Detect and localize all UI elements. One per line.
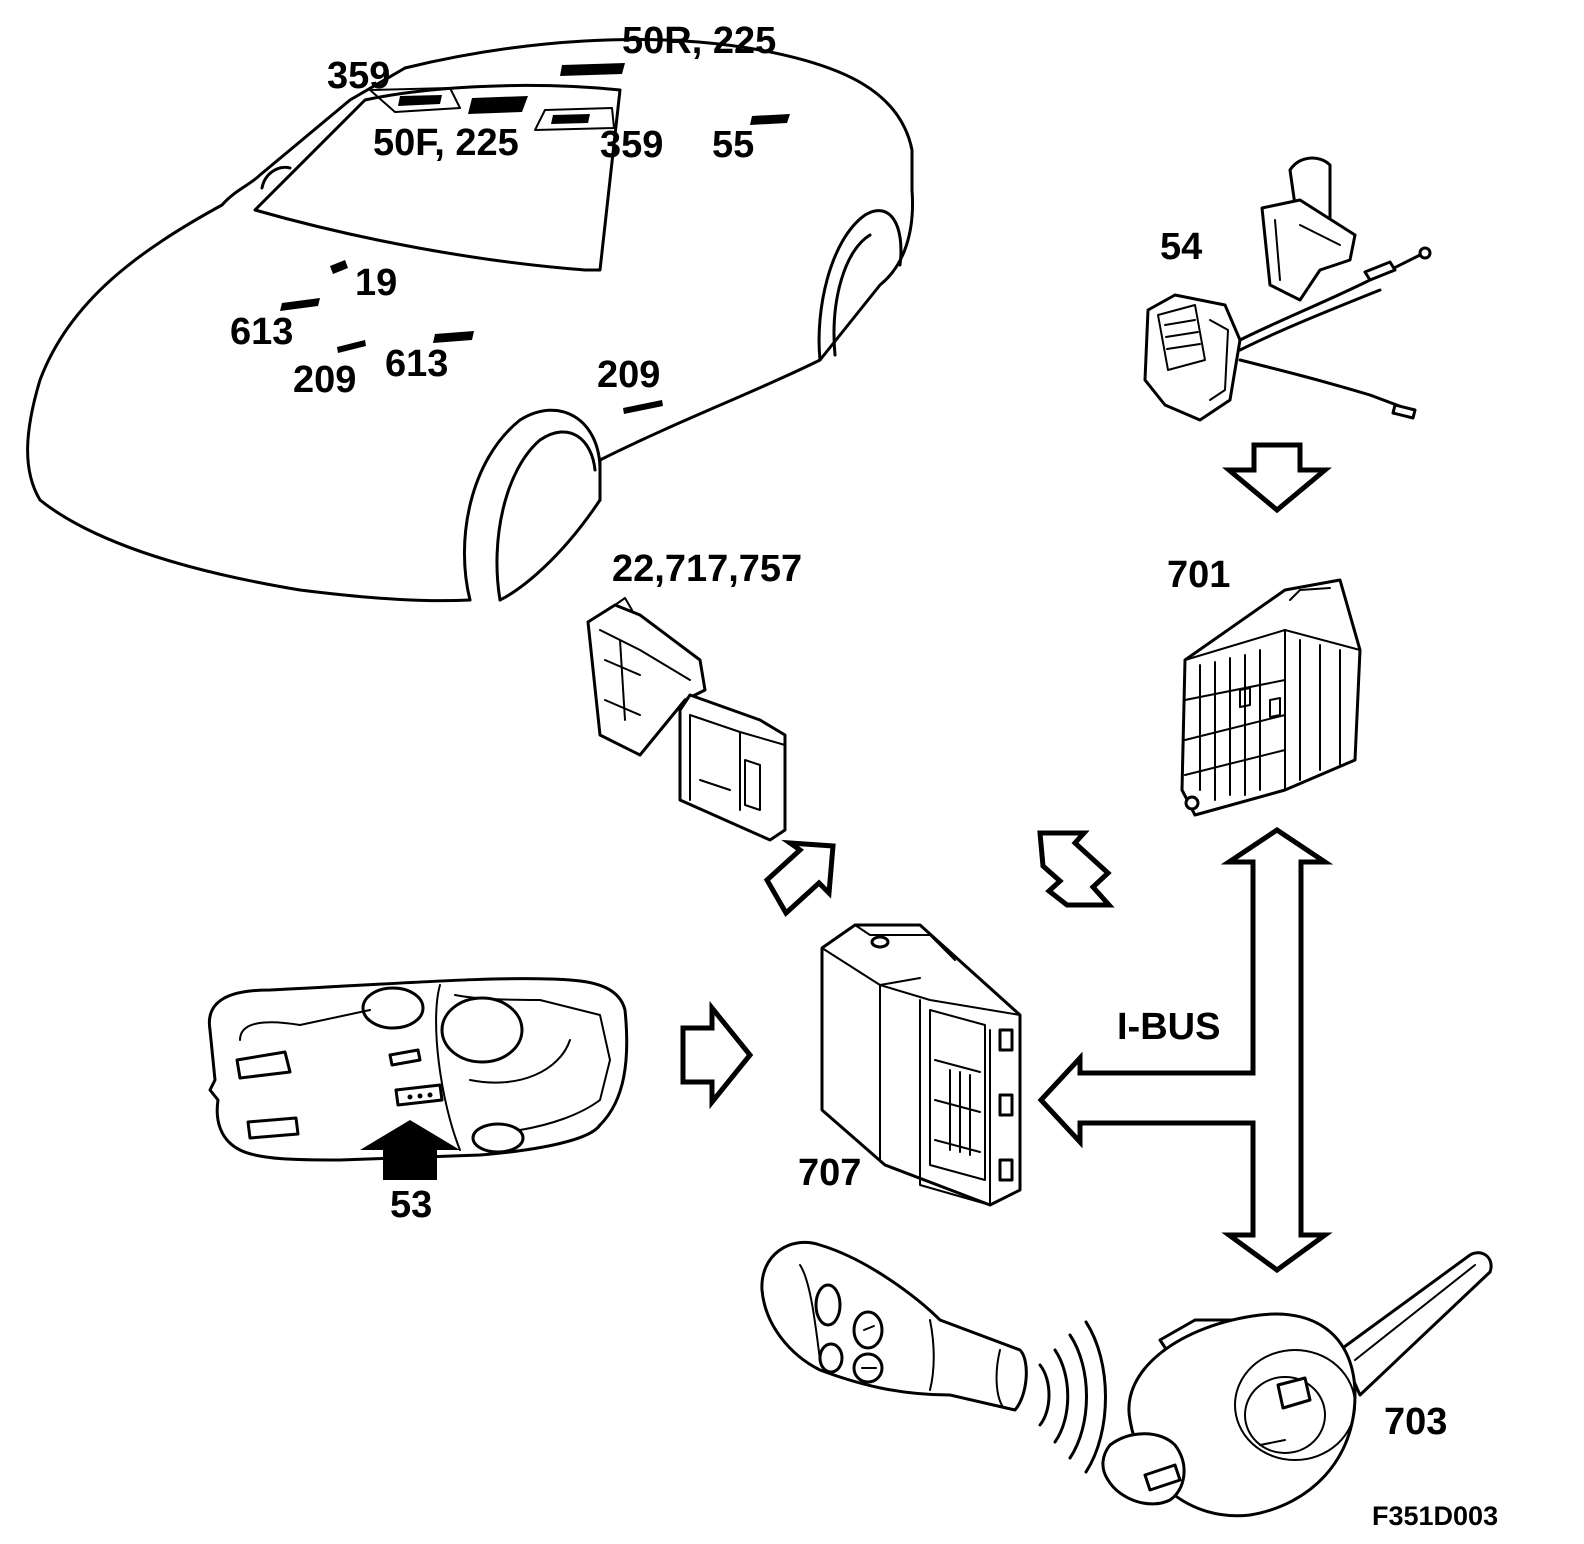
control-unit-illustration bbox=[820, 923, 1022, 1207]
label-bus: I-BUS bbox=[1117, 1006, 1221, 1048]
sensor-patch bbox=[551, 114, 590, 124]
door-lock-illustration bbox=[1143, 156, 1432, 422]
label-central-module: 22,717,757 bbox=[612, 548, 803, 590]
label-wing: 209 bbox=[597, 354, 661, 396]
arrow-door-lock-to-fuse-box bbox=[1222, 442, 1332, 514]
key-fob-illustration bbox=[760, 1240, 1107, 1474]
label-hood-front: 209 bbox=[293, 359, 357, 401]
sensor-patch bbox=[280, 298, 320, 311]
sensor-patch bbox=[468, 96, 528, 114]
sensor-patch bbox=[560, 63, 625, 76]
ibus-double-arrow bbox=[1037, 826, 1334, 1274]
central-module-illustration bbox=[586, 597, 787, 842]
label-control-unit: 707 bbox=[798, 1152, 862, 1194]
interior-light-illustration bbox=[207, 977, 629, 1162]
label-door-lock: 54 bbox=[1160, 226, 1203, 268]
label-steering-switch: 703 bbox=[1384, 1401, 1448, 1443]
figure-code: F351D003 bbox=[1372, 1501, 1499, 1531]
label-hood-right: 613 bbox=[385, 343, 449, 385]
arrow-to-control-unit-diagonal bbox=[1037, 830, 1115, 908]
label-fuse-box: 701 bbox=[1167, 554, 1231, 596]
label-roof-rear: 55 bbox=[712, 124, 755, 166]
sensor-patch bbox=[433, 331, 474, 343]
sensor-patch bbox=[337, 340, 366, 353]
label-windscreen-left: 359 bbox=[327, 55, 391, 97]
fuse-box-illustration bbox=[1180, 578, 1362, 817]
label-windscreen-right: 359 bbox=[600, 124, 664, 166]
sensor-patch bbox=[330, 260, 348, 274]
label-roof-top: 50R, 225 bbox=[622, 20, 777, 62]
label-hood-left: 613 bbox=[230, 311, 294, 353]
arrow-central-module-to-control-unit bbox=[763, 839, 836, 917]
arrow-pointer-interior-light bbox=[360, 1120, 460, 1180]
sensor-patch bbox=[750, 114, 790, 125]
label-windscreen-center: 50F, 225 bbox=[373, 122, 519, 164]
arrow-interior-light-to-control-unit bbox=[680, 1000, 754, 1110]
sensor-patch bbox=[623, 400, 663, 414]
label-interior-light: 53 bbox=[390, 1184, 433, 1226]
car-outline bbox=[26, 38, 914, 603]
sensor-patch bbox=[398, 95, 442, 106]
label-hood-center: 19 bbox=[355, 262, 398, 304]
steering-switch-illustration bbox=[1101, 1251, 1493, 1518]
